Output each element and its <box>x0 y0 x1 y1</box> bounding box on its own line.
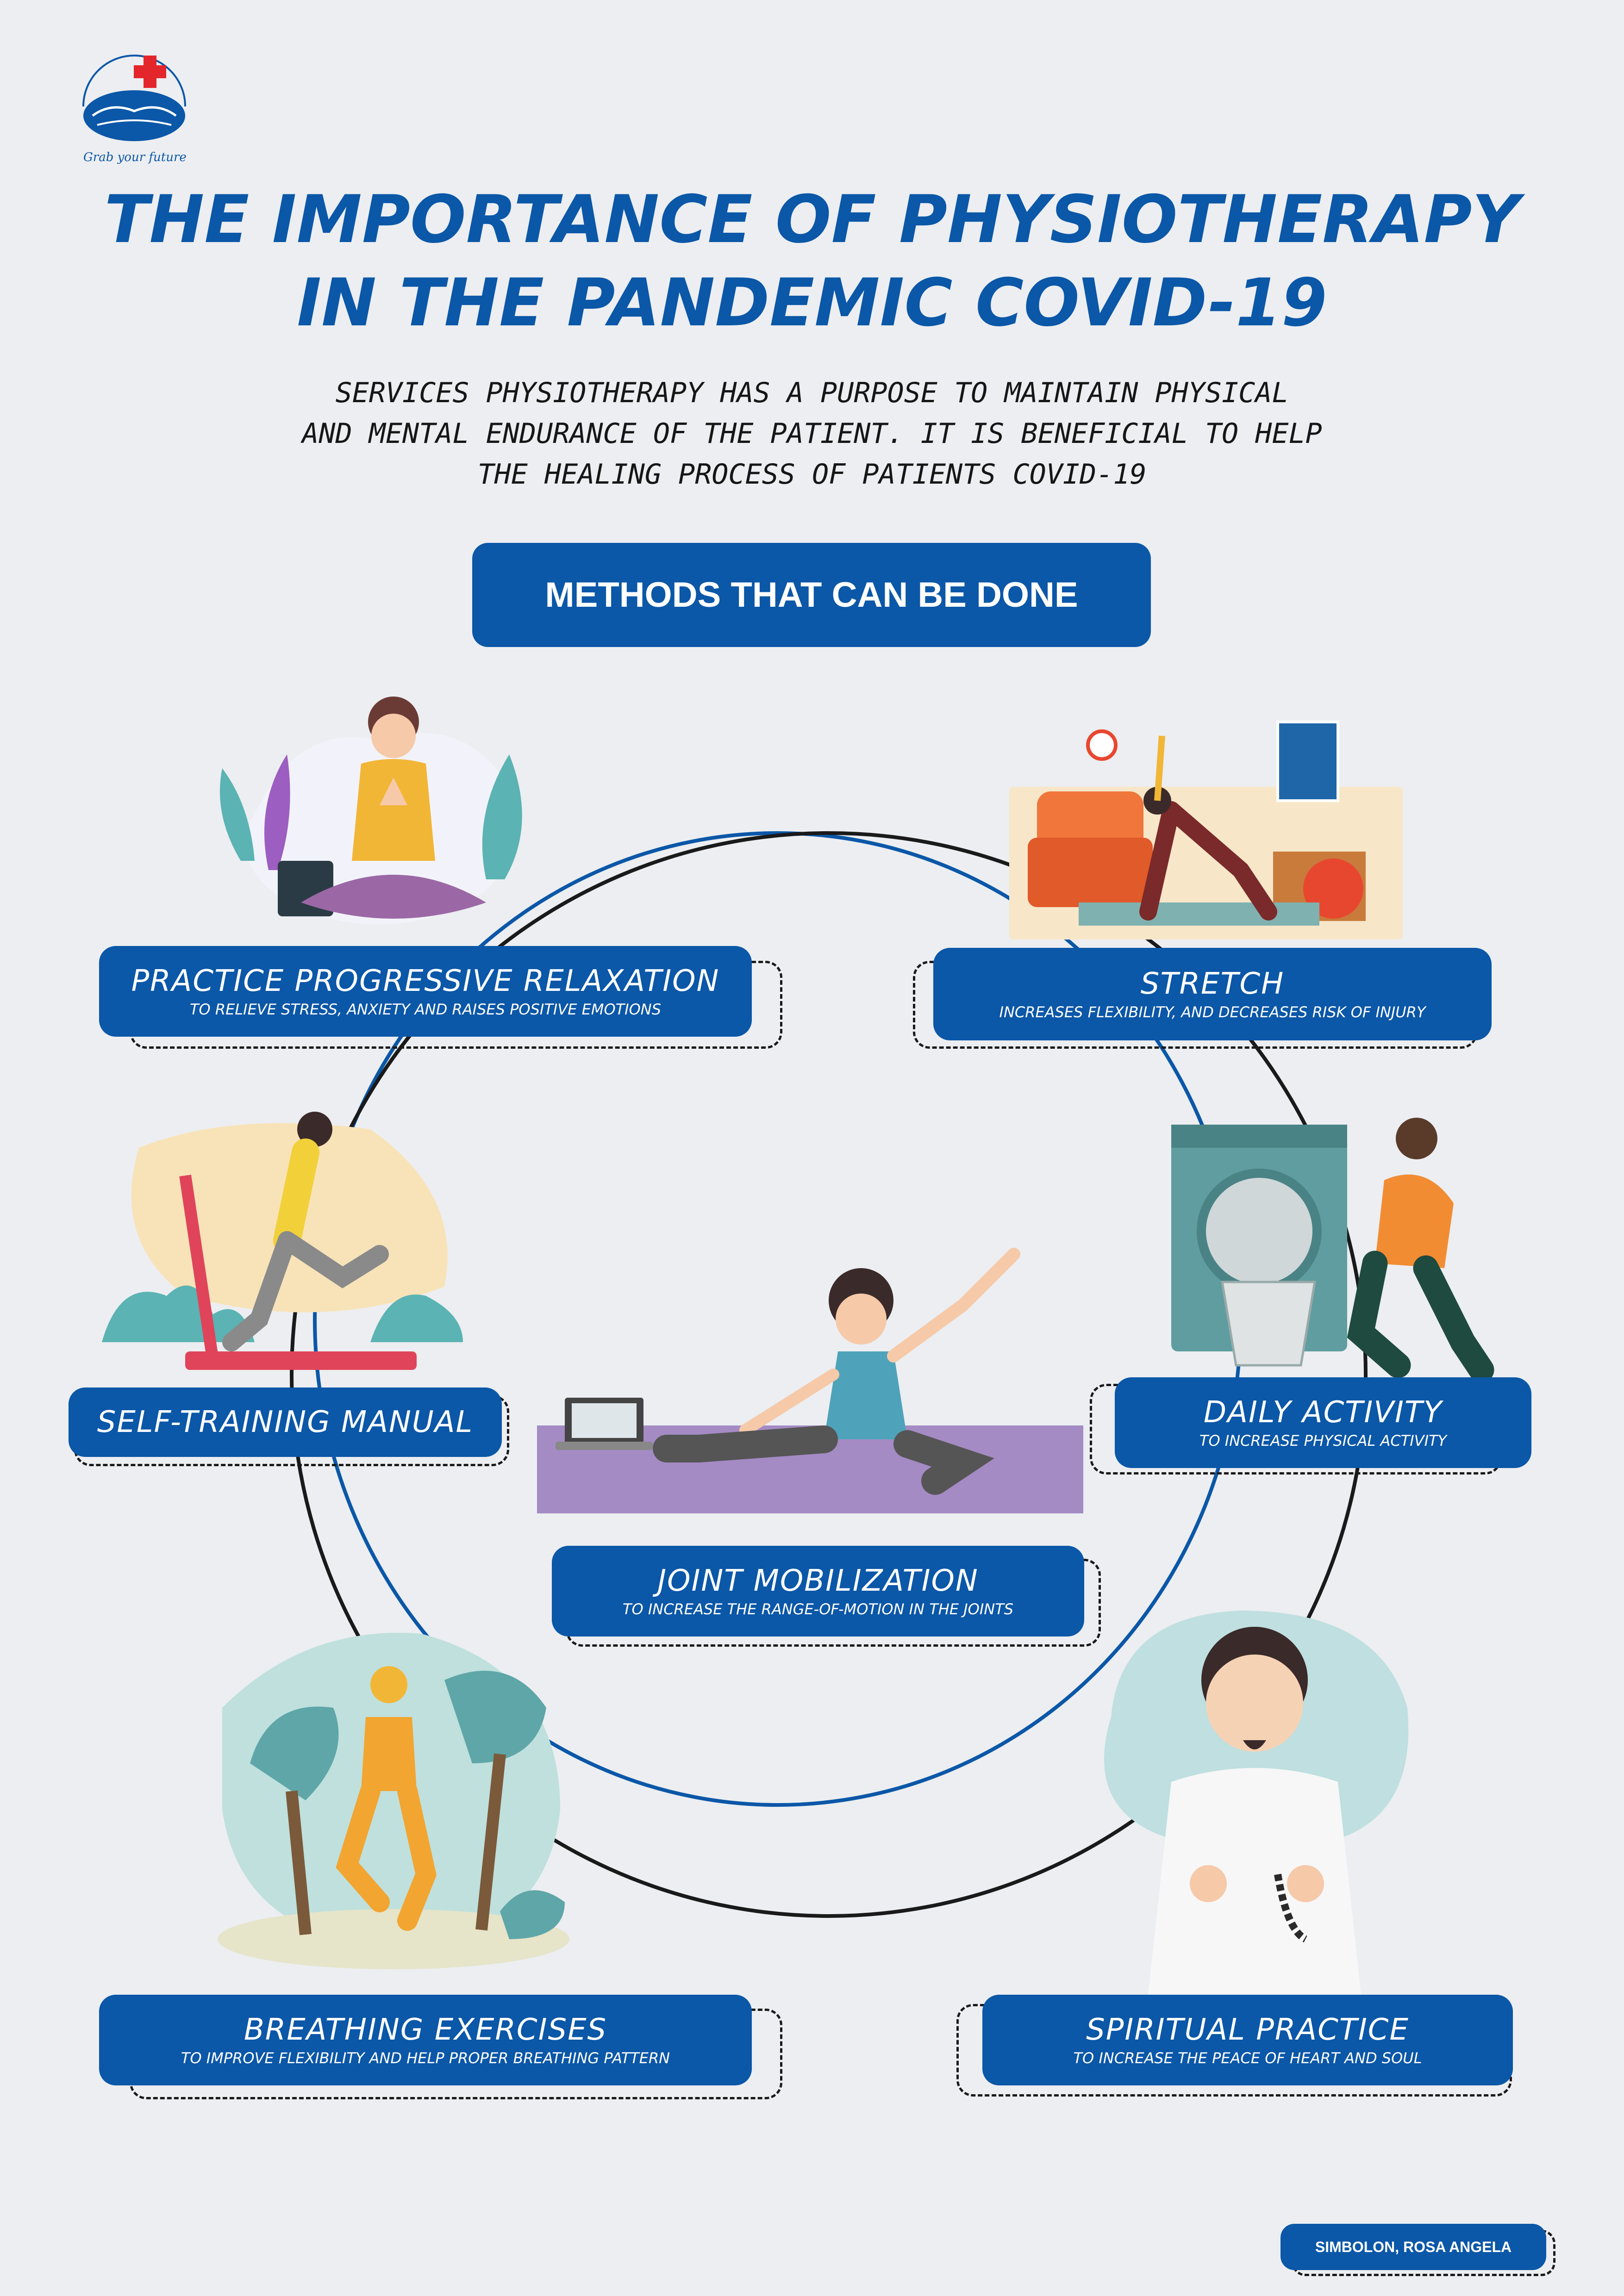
page-title-line-1: THE IMPORTANCE OF PHYSIOTHERAPY <box>104 181 1520 258</box>
method-title: JOINT MOBILIZATION <box>657 1564 979 1598</box>
spiritual-illustration <box>1104 1611 1409 1995</box>
method-card-breathing: BREATHING EXERCISES TO IMPROVE FLEXIBILI… <box>99 1995 752 2085</box>
intro-line-2: AND MENTAL ENDURANCE OF THE PATIENT. IT … <box>302 417 1322 450</box>
author-credit: SIMBOLON, ROSA ANGELA <box>1280 2224 1546 2270</box>
method-card-joint-mobilization: JOINT MOBILIZATION TO INCREASE THE RANGE… <box>552 1546 1084 1636</box>
logo-tagline: Grab your future <box>83 150 187 164</box>
method-title: SELF-TRAINING MANUAL <box>97 1405 474 1439</box>
method-card-stretch: STRETCH INCREASES FLEXIBILITY, AND DECRE… <box>933 948 1492 1040</box>
intro-text: SERVICES PHYSIOTHERAPY HAS A PURPOSE TO … <box>0 373 1624 495</box>
method-description: TO INCREASE THE RANGE-OF-MOTION IN THE J… <box>622 1600 1014 1618</box>
method-title: DAILY ACTIVITY <box>1203 1395 1443 1430</box>
method-card-self-training: SELF-TRAINING MANUAL <box>69 1388 502 1457</box>
method-description: INCREASES FLEXIBILITY, AND DECREASES RIS… <box>999 1003 1426 1021</box>
method-description: TO INCREASE THE PEACE OF HEART AND SOUL <box>1073 2049 1422 2067</box>
method-description: TO RELIEVE STRESS, ANXIETY AND RAISES PO… <box>189 1001 662 1018</box>
method-description: TO IMPROVE FLEXIBILITY AND HELP PROPER B… <box>181 2049 670 2067</box>
method-card-relaxation: PRACTICE PROGRESSIVE RELAXATION TO RELIE… <box>99 946 752 1037</box>
treadmill-illustration <box>102 1112 463 1370</box>
joint-mobilization-illustration <box>537 1248 1083 1513</box>
method-title: BREATHING EXERCISES <box>244 2013 607 2047</box>
breathing-illustration <box>218 1633 569 1969</box>
meditation-illustration <box>220 697 522 925</box>
methods-banner: METHODS THAT CAN BE DONE <box>472 543 1151 647</box>
page-title-line-2: IN THE PANDEMIC COVID-19 <box>297 265 1327 341</box>
method-card-daily-activity: DAILY ACTIVITY TO INCREASE PHYSICAL ACTI… <box>1115 1377 1531 1468</box>
laundry-illustration <box>1171 1118 1494 1379</box>
method-title: SPIRITUAL PRACTICE <box>1086 2013 1409 2047</box>
university-logo <box>82 55 186 141</box>
intro-line-1: SERVICES PHYSIOTHERAPY HAS A PURPOSE TO … <box>335 377 1289 409</box>
method-title: STRETCH <box>1140 967 1285 1001</box>
page-title: THE IMPORTANCE OF PHYSIOTHERAPY IN THE P… <box>0 178 1624 345</box>
method-title: PRACTICE PROGRESSIVE RELAXATION <box>131 964 720 998</box>
stretch-illustration <box>1009 721 1403 940</box>
method-description: TO INCREASE PHYSICAL ACTIVITY <box>1199 1432 1447 1450</box>
method-card-spiritual: SPIRITUAL PRACTICE TO INCREASE THE PEACE… <box>982 1995 1513 2085</box>
intro-line-3: THE HEALING PROCESS OF PATIENTS COVID-19 <box>477 458 1147 491</box>
